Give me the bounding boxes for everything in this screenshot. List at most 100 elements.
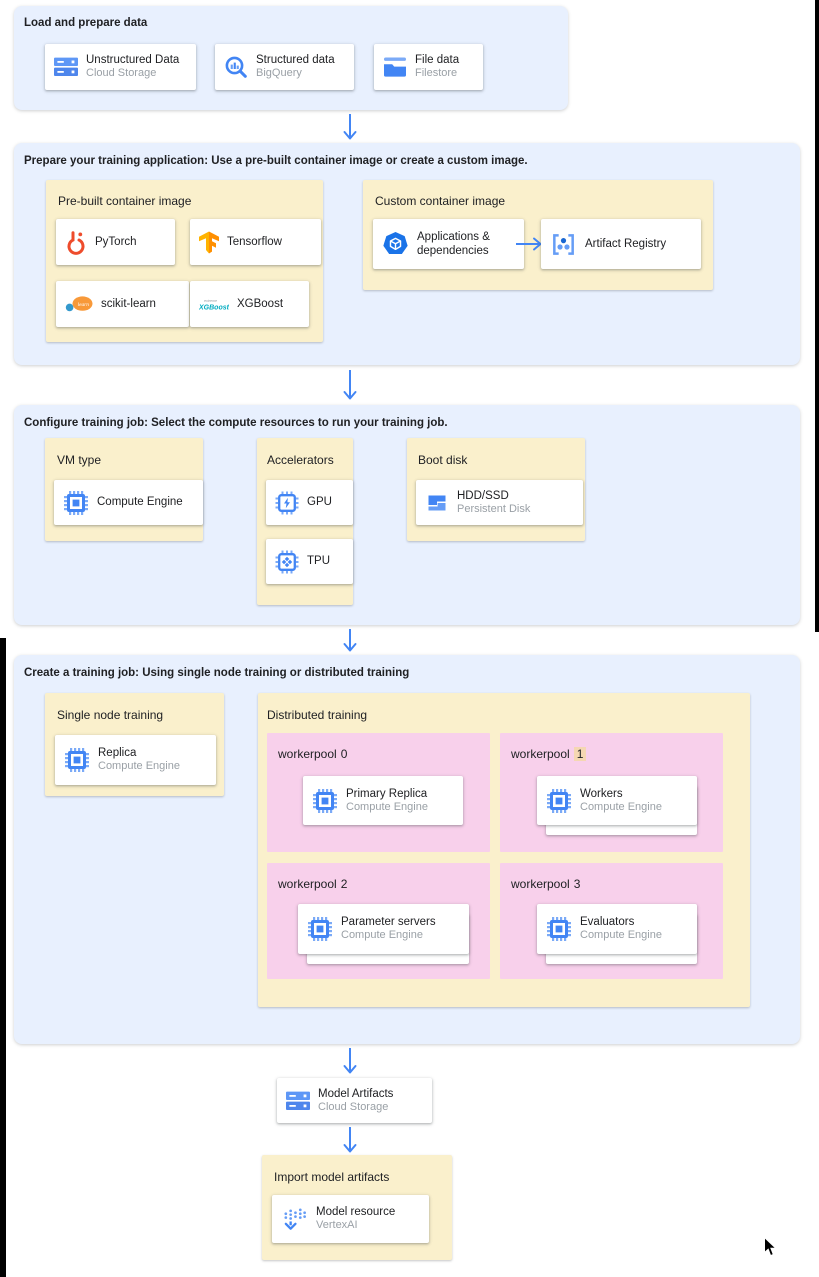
- prepare-section-title: Prepare your training application: Use a…: [24, 155, 528, 167]
- scikit-learn-card: learn scikit-learn: [56, 281, 189, 327]
- card-title: GPU: [307, 496, 332, 509]
- card-subtitle: Cloud Storage: [318, 1100, 389, 1113]
- card-title: Workers: [580, 787, 623, 800]
- create-section-title: Create a training job: Using single node…: [24, 667, 410, 679]
- bigquery-icon: [224, 55, 248, 79]
- artifact-registry-card: Artifact Registry: [541, 219, 701, 269]
- tpu-icon: [275, 550, 299, 574]
- parameter-servers-card-stack: Parameter servers Compute Engine: [298, 904, 469, 964]
- screen-edge-artifact-right: [815, 0, 819, 632]
- applications-dependencies-card: Applications & dependencies: [373, 219, 524, 269]
- card-text: File data Filestore: [415, 53, 459, 80]
- vm-type-label: VM type: [57, 453, 102, 467]
- custom-container-label: Custom container image: [375, 194, 506, 208]
- workerpool-label-num: 3: [573, 877, 581, 891]
- card-subtitle: Compute Engine: [341, 929, 423, 942]
- boot-disk-label: Boot disk: [418, 453, 468, 467]
- distributed-label: Distributed training: [267, 708, 368, 722]
- card-subtitle: Compute Engine: [346, 800, 428, 813]
- persistent-disk-icon: [425, 491, 449, 515]
- load-section-title: Load and prepare data: [24, 17, 148, 29]
- parameter-servers-card: Parameter servers Compute Engine: [298, 904, 469, 954]
- configure-section: Configure training job: Select the compu…: [14, 405, 800, 625]
- card-title: Evaluators: [580, 916, 635, 929]
- card-subtitle: BigQuery: [256, 67, 302, 80]
- compute-engine-icon: [312, 788, 338, 814]
- card-title: Model Artifacts: [318, 1087, 394, 1100]
- card-subtitle: VertexAI: [316, 1219, 358, 1232]
- model-resource-card: Model resource VertexAI: [272, 1195, 429, 1243]
- screen-edge-artifact-left: [0, 638, 6, 1277]
- svg-text:XGBoost: XGBoost: [199, 304, 229, 311]
- artifact-registry-icon: [550, 231, 577, 258]
- workerpool-label-prefix: workerpool: [278, 877, 337, 891]
- card-title: HDD/SSD: [457, 489, 509, 502]
- card-title: scikit-learn: [101, 297, 156, 310]
- cloud-storage-icon: [286, 1091, 310, 1111]
- configure-section-title: Configure training job: Select the compu…: [24, 417, 448, 429]
- compute-engine-icon: [546, 916, 572, 942]
- prebuilt-container-label: Pre-built container image: [58, 194, 192, 208]
- import-model-label: Import model artifacts: [274, 1170, 390, 1184]
- vertex-ai-icon: [281, 1206, 308, 1233]
- persistent-disk-card: HDD/SSD Persistent Disk: [416, 480, 583, 525]
- card-subtitle: Compute Engine: [98, 760, 180, 773]
- compute-engine-icon: [64, 747, 90, 773]
- tensorflow-icon: [199, 231, 219, 254]
- card-title: TPU: [307, 555, 330, 568]
- scikit-learn-icon: learn: [65, 296, 93, 312]
- replica-card: Replica Compute Engine: [55, 735, 216, 785]
- card-title: Parameter servers: [341, 916, 436, 929]
- boot-disk-panel: Boot disk HDD/SSD Persistent Disk: [407, 438, 585, 541]
- card-title: Compute Engine: [97, 496, 183, 509]
- workers-card-stack: Workers Compute Engine: [537, 776, 697, 835]
- flow-arrow-down-icon: [343, 1127, 357, 1158]
- compute-engine-card: Compute Engine: [54, 480, 203, 525]
- card-title: PyTorch: [95, 235, 137, 248]
- workerpool-label-prefix: workerpool: [511, 747, 570, 761]
- evaluators-card-stack: Evaluators Compute Engine: [537, 904, 697, 964]
- card-title: Applications & dependencies: [417, 230, 490, 257]
- flow-arrow-down-icon: [343, 114, 357, 145]
- card-subtitle: Compute Engine: [580, 929, 662, 942]
- unstructured-data-card: Unstructured Data Cloud Storage: [45, 44, 196, 90]
- flow-arrow-down-icon: [343, 629, 357, 657]
- applications-icon: [382, 231, 409, 258]
- flow-arrow-right-icon: [516, 237, 542, 256]
- load-section: Load and prepare data Unstructured Data …: [14, 6, 568, 110]
- card-title: Primary Replica: [346, 787, 428, 800]
- workerpool-label-num-highlighted: 1: [573, 747, 587, 761]
- card-title: XGBoost: [237, 297, 284, 310]
- svg-text:learn: learn: [78, 302, 90, 308]
- card-title: Artifact Registry: [585, 237, 667, 250]
- create-section: Create a training job: Using single node…: [14, 655, 800, 1044]
- card-title: Tensorflow: [227, 235, 282, 248]
- accelerators-panel: Accelerators GPU TPU: [257, 438, 353, 605]
- card-subtitle: Compute Engine: [580, 800, 662, 813]
- card-title: File data: [415, 54, 460, 67]
- accelerators-label: Accelerators: [267, 453, 334, 467]
- gpu-icon: [275, 491, 299, 515]
- prebuilt-container-panel: Pre-built container image PyTorch Tensor…: [46, 180, 323, 342]
- evaluators-card: Evaluators Compute Engine: [537, 904, 697, 954]
- pytorch-card: PyTorch: [56, 219, 175, 265]
- workers-card: Workers Compute Engine: [537, 776, 697, 825]
- workerpool-label-num: 2: [340, 877, 348, 891]
- card-text: Unstructured Data Cloud Storage: [86, 53, 179, 80]
- structured-data-card: Structured data BigQuery: [215, 44, 354, 90]
- card-title: Unstructured Data: [86, 54, 180, 67]
- workerpool-label-num: 0: [340, 747, 348, 761]
- filestore-icon: [383, 57, 407, 77]
- flow-arrow-down-icon: [343, 370, 357, 405]
- single-node-panel: Single node training Replica Compute Eng…: [45, 693, 224, 796]
- svg-text:extreme: extreme: [204, 299, 217, 303]
